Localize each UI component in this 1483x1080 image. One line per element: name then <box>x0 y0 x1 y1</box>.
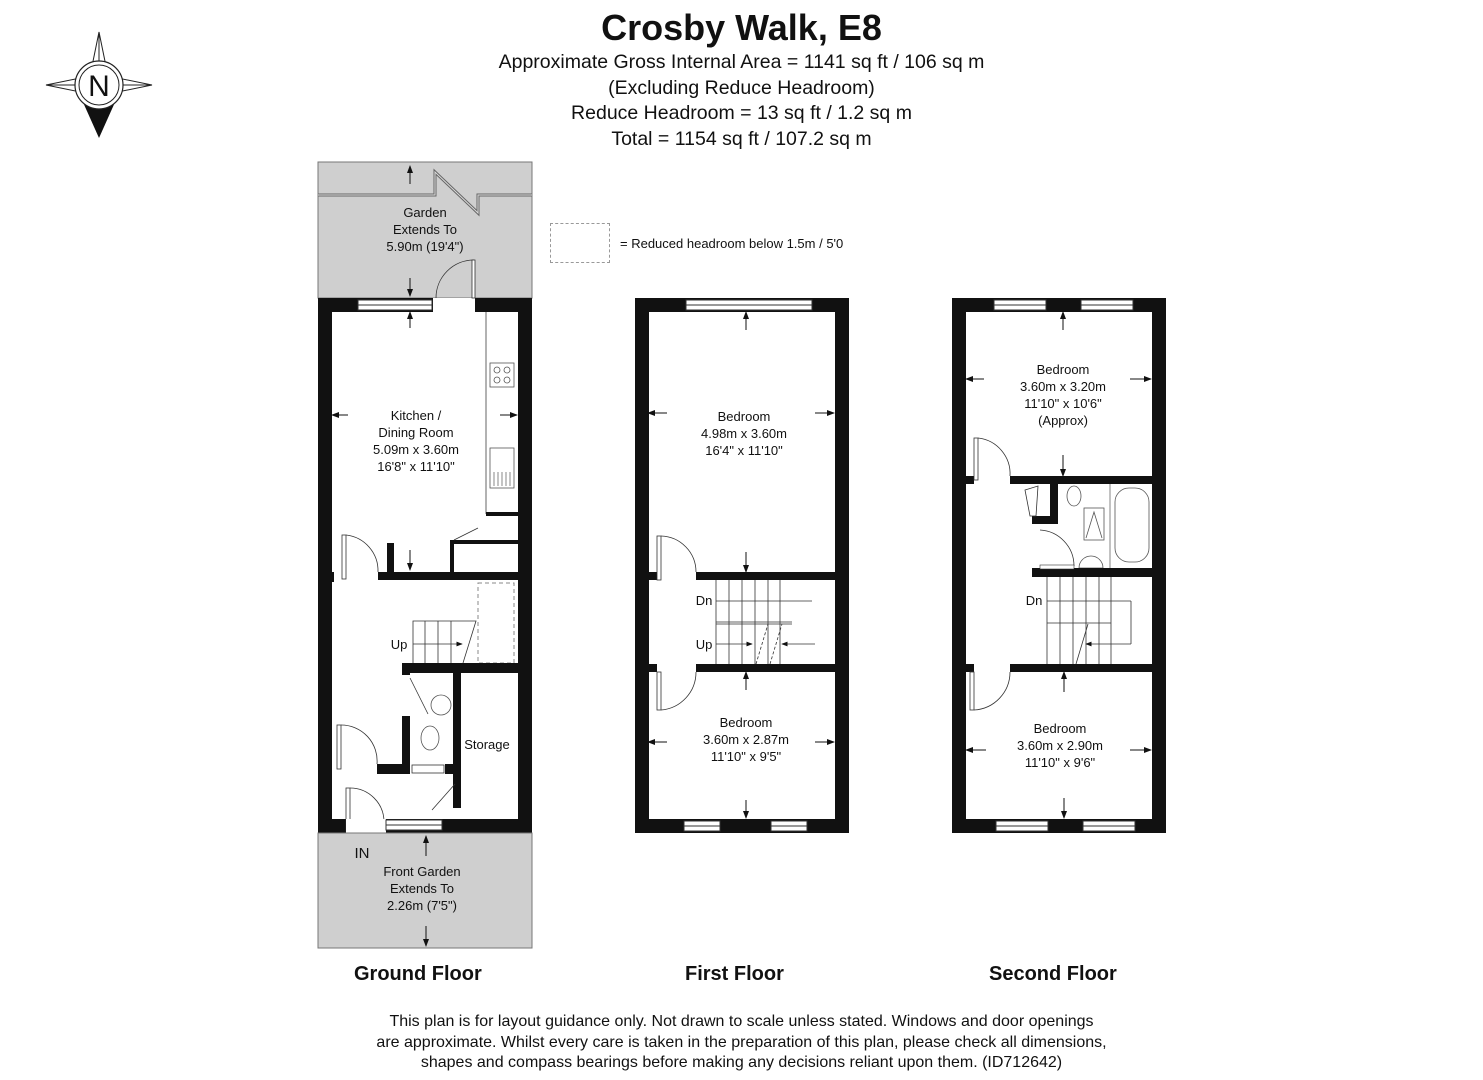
bedroom-4-label: Bedroom <box>1034 721 1087 736</box>
second-floor-plan: Bedroom 3.60m x 3.20m 11'10" x 10'6" (Ap… <box>952 298 1166 833</box>
ground-floor-plan: Garden Extends To 5.90m (19'4") Kitchen … <box>317 161 533 949</box>
storage-label: Storage <box>464 737 510 752</box>
garden-label: Garden <box>403 205 446 220</box>
entrance-label: IN <box>355 845 370 862</box>
excluding-note: (Excluding Reduce Headroom) <box>608 76 875 99</box>
stairs-up-label: Up <box>391 637 408 652</box>
hob-icon <box>489 362 515 388</box>
bedroom-1-dimension-metric: 4.98m x 3.60m <box>701 426 787 441</box>
bedroom-4-dimension-metric: 3.60m x 2.90m <box>1017 738 1103 753</box>
bedroom-3-dimension-metric: 3.60m x 3.20m <box>1020 379 1106 394</box>
legend-text: = Reduced headroom below 1.5m / 5'0 <box>620 235 844 251</box>
bedroom-1-label: Bedroom <box>718 409 771 424</box>
reduce-headroom: Reduce Headroom = 13 sq ft / 1.2 sq m <box>571 102 912 124</box>
basin-icon <box>430 694 452 716</box>
garden-dimension: 5.90m (19'4") <box>386 239 463 254</box>
compass-label: N <box>88 70 110 103</box>
bedroom-3-approx: (Approx) <box>1038 413 1088 428</box>
bedroom-2-label: Bedroom <box>720 715 773 730</box>
gross-area: Approximate Gross Internal Area = 1141 s… <box>498 51 985 73</box>
property-title: Crosby Walk, E8 <box>601 7 882 48</box>
disclaimer-line-3: shapes and compass bearings before makin… <box>420 1054 1063 1071</box>
compass-north-icon: N <box>44 30 154 140</box>
toilet-icon <box>420 725 440 751</box>
staircase <box>715 580 815 665</box>
disclaimer-line-1: This plan is for layout guidance only. N… <box>389 1013 1094 1030</box>
first-floor-plan: Bedroom 4.98m x 3.60m 16'4" x 11'10" Dn … <box>635 298 849 833</box>
bedroom-2-dimension-imperial: 11'10" x 9'5" <box>711 749 782 764</box>
second-floor-label: Second Floor <box>989 963 1117 985</box>
basin-icon <box>1078 555 1104 569</box>
first-floor-label: First Floor <box>685 963 784 985</box>
bedroom-4-dimension-imperial: 11'10" x 9'6" <box>1025 755 1096 770</box>
bedroom-2-dimension-metric: 3.60m x 2.87m <box>703 732 789 747</box>
kitchen-dimension-metric: 5.09m x 3.60m <box>373 442 459 457</box>
bedroom-3-label: Bedroom <box>1037 362 1090 377</box>
stairs-up-label: Up <box>696 637 713 652</box>
total-area: Total = 1154 sq ft / 107.2 sq m <box>611 127 872 150</box>
disclaimer: This plan is for layout guidance only. N… <box>0 1012 1483 1074</box>
dashed-box-icon <box>550 223 610 263</box>
shower-icon <box>1083 507 1105 541</box>
bath-icon <box>1114 487 1150 563</box>
front-garden-label: Front Garden <box>383 864 460 879</box>
front-garden <box>317 832 533 949</box>
plan-header: Crosby Walk, E8 Approximate Gross Intern… <box>0 6 1483 152</box>
bedroom-3-dimension-imperial: 11'10" x 10'6" <box>1024 396 1102 411</box>
legend: = Reduced headroom below 1.5m / 5'0 <box>550 223 843 263</box>
kitchen-label-2: Dining Room <box>378 425 453 440</box>
front-garden-label-2: Extends To <box>390 881 454 896</box>
rear-garden <box>317 161 533 299</box>
reduced-headroom-area <box>477 582 515 664</box>
kitchen-dimension-imperial: 16'8" x 11'10" <box>377 459 455 474</box>
staircase <box>412 620 477 664</box>
bedroom-1-dimension-imperial: 16'4" x 11'10" <box>705 443 783 458</box>
kitchen-label: Kitchen / <box>391 408 442 423</box>
disclaimer-line-2: are approximate. Whilst every care is ta… <box>376 1033 1107 1051</box>
ground-floor-label: Ground Floor <box>354 963 482 985</box>
garden-label-2: Extends To <box>393 222 457 237</box>
staircase <box>1046 577 1132 665</box>
toilet-icon <box>1066 485 1082 507</box>
stairs-down-label: Dn <box>1026 593 1043 608</box>
front-garden-dimension: 2.26m (7'5") <box>387 898 457 913</box>
stairs-down-label: Dn <box>696 593 713 608</box>
